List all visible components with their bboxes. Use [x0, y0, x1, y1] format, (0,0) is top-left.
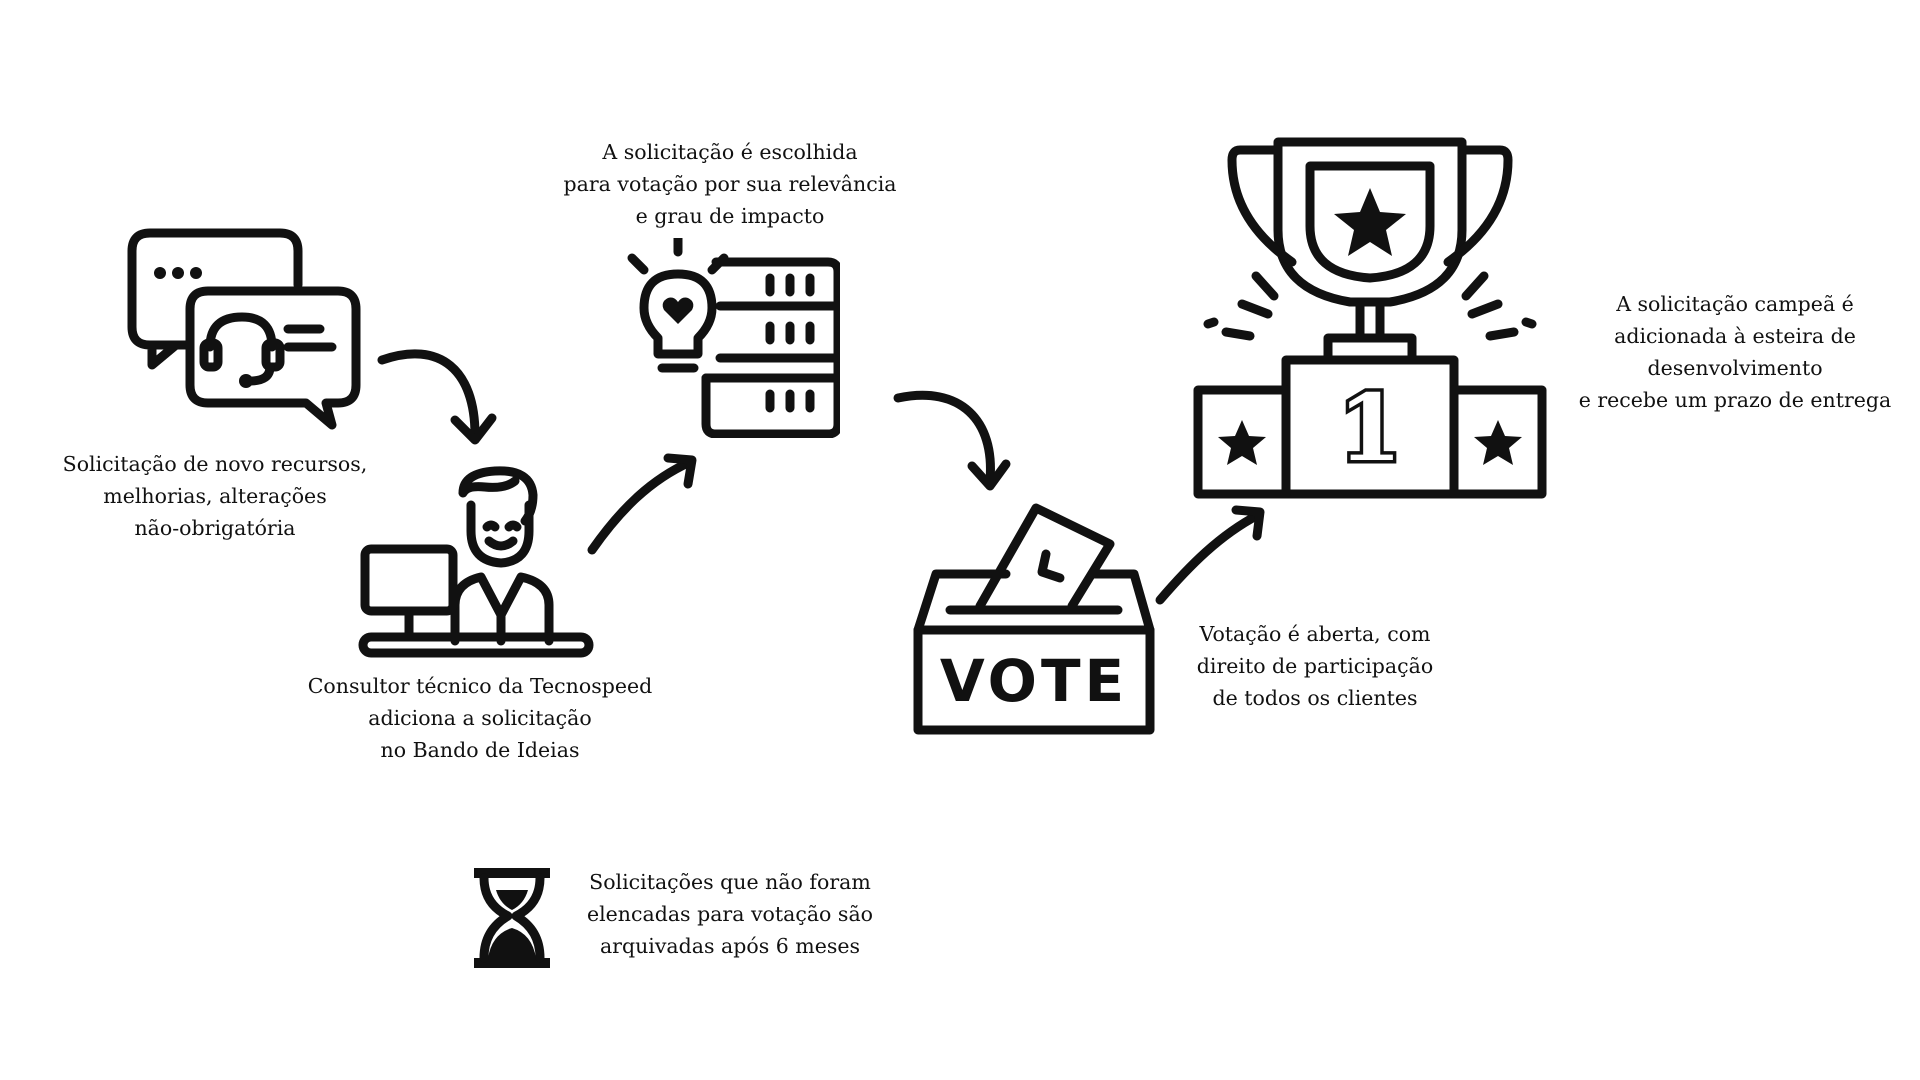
label-line: e recebe um prazo de entrega — [1578, 388, 1892, 412]
arrow-4-icon — [1155, 505, 1265, 605]
label-line: Consultor técnico da Tecnospeed — [307, 674, 653, 698]
step-winner-label: A solicitação campeã é adicionada à este… — [1565, 288, 1905, 416]
idea-server-icon — [627, 238, 840, 438]
label-line: elencadas para votação são — [586, 902, 874, 926]
label-line: A solicitação campeã é — [1616, 292, 1854, 316]
hourglass-icon — [474, 868, 550, 968]
ballot-box-icon: VOTE — [913, 503, 1155, 735]
chat-support-icon — [127, 228, 361, 430]
trophy-podium-icon: 1 — [1193, 137, 1547, 499]
label-line: no Bando de Ideias — [380, 738, 580, 762]
arrow-2-icon — [587, 453, 697, 555]
label-line: para votação por sua relevância — [563, 172, 897, 196]
step-consultant-label: Consultor técnico da Tecnospeed adiciona… — [300, 670, 660, 766]
ballot-vote-text: VOTE — [940, 647, 1128, 715]
arrow-3-icon — [893, 390, 1011, 491]
consultant-computer-icon — [358, 466, 594, 658]
label-line: direito de participação — [1196, 654, 1434, 678]
label-line: Votação é aberta, com — [1199, 622, 1431, 646]
label-line: adicionada à esteira de — [1614, 324, 1856, 348]
label-line: desenvolvimento — [1647, 356, 1823, 380]
step-voting-label: Votação é aberta, com direito de partici… — [1170, 618, 1460, 714]
label-line: Solicitação de novo recursos, — [62, 452, 368, 476]
label-line: arquivadas após 6 meses — [599, 934, 861, 958]
label-line: e grau de impacto — [635, 204, 825, 228]
label-line: adiciona a solicitação — [368, 706, 592, 730]
archive-note-label: Solicitações que não foram elencadas par… — [570, 866, 890, 962]
podium-number-text: 1 — [1338, 374, 1402, 482]
label-line: melhorias, alterações — [103, 484, 327, 508]
label-line: Solicitações que não foram — [589, 870, 871, 894]
label-line: de todos os clientes — [1212, 686, 1418, 710]
label-line: A solicitação é escolhida — [602, 140, 858, 164]
label-line: não-obrigatória — [134, 516, 296, 540]
arrow-1-icon — [377, 349, 497, 445]
step-request-label: Solicitação de novo recursos, melhorias,… — [50, 448, 380, 544]
step-selection-label: A solicitação é escolhida para votação p… — [555, 136, 905, 232]
